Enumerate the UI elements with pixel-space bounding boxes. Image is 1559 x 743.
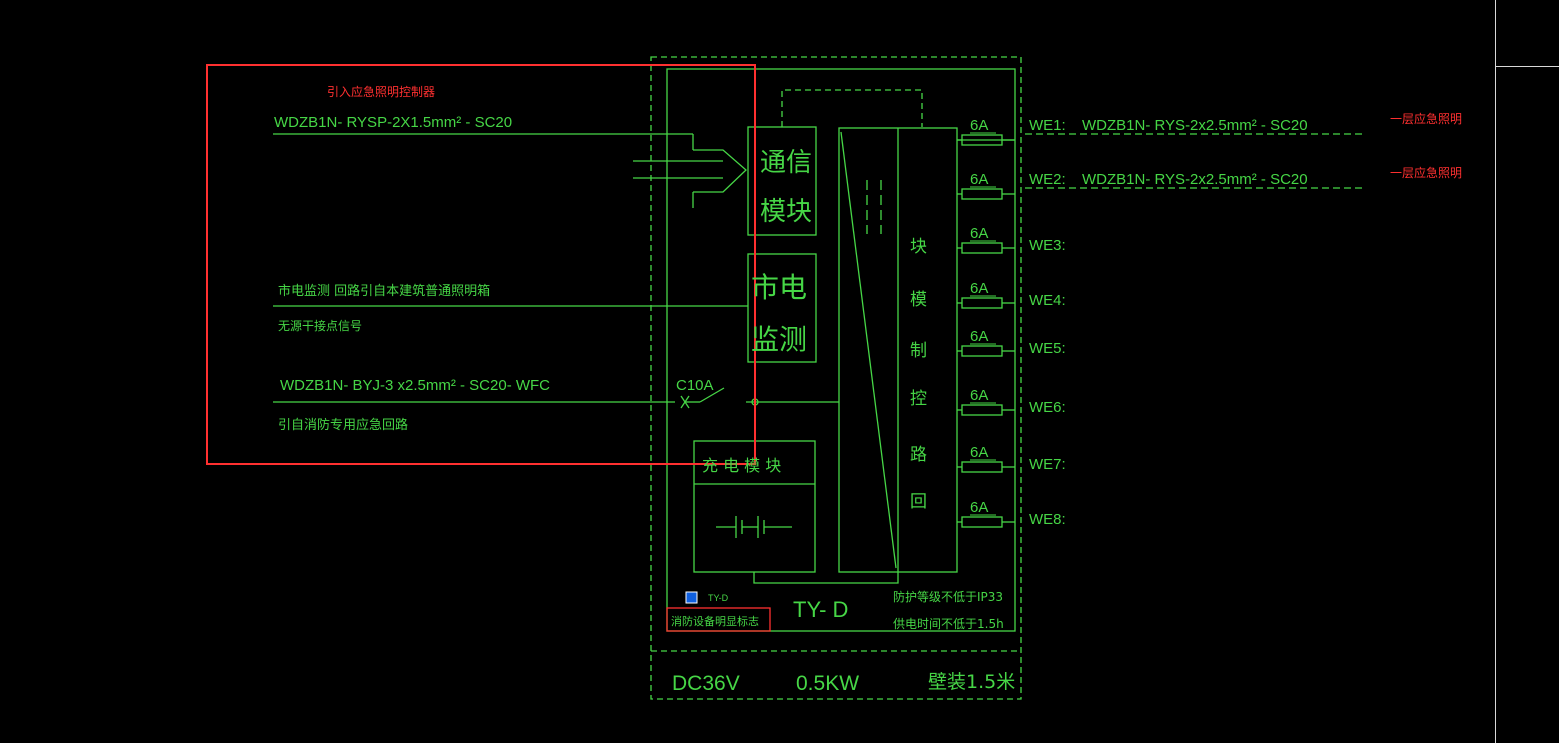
voltage-label: DC36V [672, 672, 740, 695]
circuit-label-7: WE7: [1029, 456, 1066, 473]
mains-module-text-2: 监测 [751, 323, 807, 356]
control-module-char: 块 [910, 237, 927, 257]
comm-module-text-2: 模块 [760, 197, 812, 227]
control-module-char: 模 [910, 290, 927, 310]
breaker-label: C10A [676, 377, 714, 394]
fuse-4 [961, 297, 1003, 309]
control-module-char: 制 [910, 341, 927, 361]
circuit-label-8: WE8: [1029, 511, 1066, 528]
distribution-box-diagram: 引入应急照明控制器 WDZB1N- RYSP-2X1.5mm² - SC20 市… [206, 56, 1462, 700]
sign-code: TY-D [708, 593, 729, 603]
fuse-rating-2: 6A [970, 171, 988, 188]
fuse-rating-4: 6A [970, 280, 988, 297]
side-panel [1495, 0, 1559, 743]
control-title: 引入应急照明控制器 [327, 84, 435, 99]
control-cable-label: WDZB1N- RYSP-2X1.5mm² - SC20 [274, 114, 512, 131]
supply-duration: 供电时间不低于1.5h [893, 617, 1004, 631]
circuit-note-1: 一层应急照明 [1390, 111, 1462, 126]
mains-monitor-label: 市电监测 回路引自本建筑普通照明箱 [278, 283, 490, 299]
inner-box [666, 68, 1016, 632]
fuse-3 [961, 242, 1003, 254]
mains-module-box [747, 253, 817, 363]
fuse-7 [961, 461, 1003, 473]
control-module-char: 控 [910, 389, 927, 409]
fuse-rating-1: 6A [970, 117, 988, 134]
comm-module-text-1: 通信 [760, 148, 812, 178]
circuit-note-2: 一层应急照明 [1390, 165, 1462, 180]
fuse-8 [961, 516, 1003, 528]
panel-model: TY- D [793, 597, 848, 622]
sign-label: 消防设备明显标志 [671, 614, 759, 628]
sign-label-box [666, 607, 771, 632]
power-cable-label: WDZB1N- BYJ-3 x2.5mm² - SC20- WFC [280, 377, 550, 394]
circuit-label-4: WE4: [1029, 292, 1066, 309]
circuit-label-3: WE3: [1029, 237, 1066, 254]
control-module-char: 路 [910, 445, 927, 465]
comm-link-dashed [781, 89, 923, 127]
fuse-rating-3: 6A [970, 225, 988, 242]
fuse-2 [961, 188, 1003, 200]
mains-monitor-signal: 无源干接点信号 [278, 318, 362, 333]
highlight-box [206, 64, 756, 465]
fuse-rating-7: 6A [970, 444, 988, 461]
fuse-rating-8: 6A [970, 499, 988, 516]
mains-module-text-1: 市电 [751, 271, 807, 304]
circuit-label-1: WE1: [1029, 117, 1066, 134]
mount-label: 壁装1.5米 [928, 671, 1015, 693]
fuse-5 [961, 345, 1003, 357]
protection-rating: 防护等级不低于IP33 [893, 589, 1003, 604]
circuit-label-6: WE6: [1029, 399, 1066, 416]
charge-module-text: 充 电 模 块 [702, 456, 781, 475]
circuit-cable-2: WDZB1N- RYS-2x2.5mm² - SC20 [1082, 171, 1308, 188]
fuse-6 [961, 404, 1003, 416]
control-module-diagonal [840, 131, 897, 569]
enclosure-dashed-border [650, 56, 1022, 700]
fuse-rating-6: 6A [970, 387, 988, 404]
power-label: 0.5KW [796, 672, 859, 695]
circuit-label-5: WE5: [1029, 340, 1066, 357]
breaker-switch [699, 387, 725, 403]
power-source-label: 引自消防专用应急回路 [278, 417, 408, 433]
circuit-cable-1: WDZB1N- RYS-2x2.5mm² - SC20 [1082, 117, 1308, 134]
control-module-char: 回 [910, 492, 927, 512]
fire-sign-icon [685, 591, 698, 604]
fuse-rating-5: 6A [970, 328, 988, 345]
circuit-label-2: WE2: [1029, 171, 1066, 188]
